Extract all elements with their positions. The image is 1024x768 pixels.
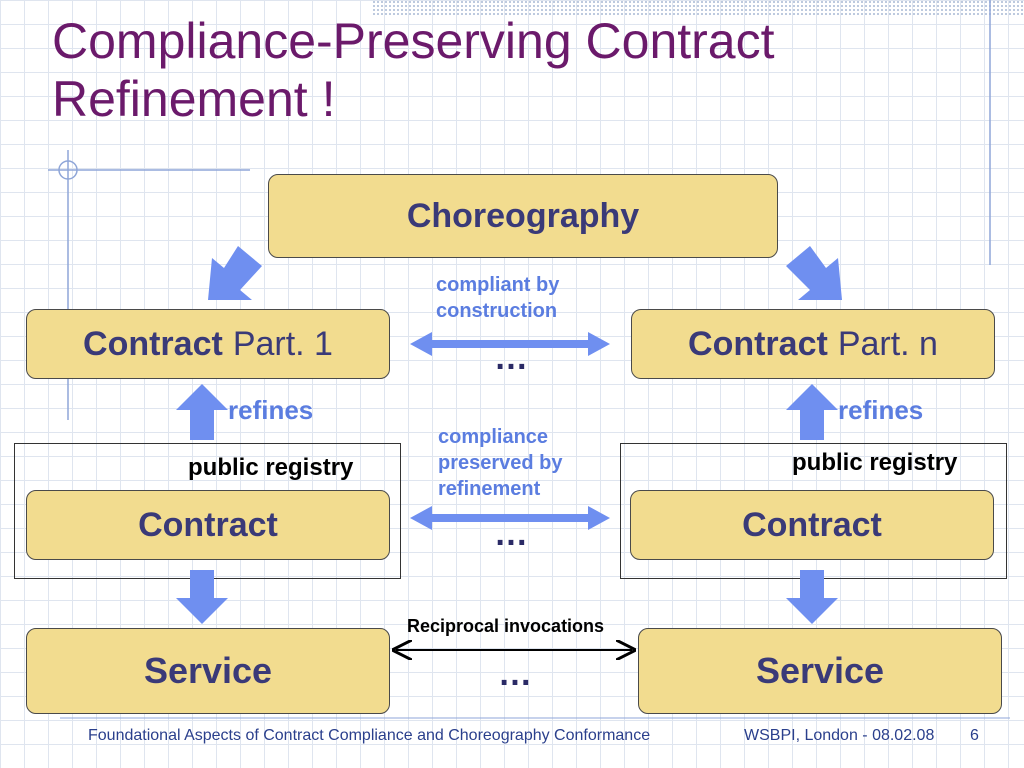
contract-box-right: Contract	[630, 490, 994, 560]
public-registry-label-left: public registry	[188, 454, 354, 481]
compliance-preserved-label: compliance preserved by refinement	[438, 424, 608, 502]
service-label-right: Service	[755, 650, 885, 691]
footer-page-number: 6	[970, 727, 979, 744]
choreography-label: Choreography	[406, 196, 640, 235]
contract-label-right: Contract	[742, 505, 882, 544]
arrow-refines-right	[786, 384, 838, 440]
public-registry-label-right: public registry	[792, 449, 958, 476]
compliance-line-2: preserved by	[438, 452, 563, 474]
footer-venue: WSBPI, London - 08.02.08	[744, 727, 935, 744]
arrow-contract-to-service-left	[176, 570, 228, 624]
arrow-choreography-to-partn	[786, 246, 842, 300]
contract-part-1-bold: Contract	[83, 324, 223, 363]
ellipsis-middle: …	[494, 515, 530, 553]
contract-box-left: Contract	[26, 490, 390, 560]
service-label-left: Service	[143, 650, 273, 691]
slide-title: Compliance-Preserving Contract Refinemen…	[52, 12, 952, 128]
compliant-line-2: construction	[436, 300, 558, 322]
double-arrow-preserved	[410, 506, 610, 530]
compliant-line-1: compliant by	[436, 274, 560, 296]
service-box-right: Service	[638, 628, 1002, 714]
choreography-box: Choreography	[268, 174, 778, 258]
ellipsis-top: …	[494, 339, 530, 377]
refines-label-left: refines	[228, 395, 314, 425]
compliance-line-1: compliance	[438, 426, 549, 448]
double-arrow-compliant	[410, 332, 610, 356]
footer-text: Foundational Aspects of Contract Complia…	[88, 727, 651, 744]
contract-part-n-rest: Part. n	[837, 324, 938, 363]
header-dots-decoration	[372, 0, 1024, 16]
contract-label-left: Contract	[138, 505, 278, 544]
arrow-refines-left	[176, 384, 228, 440]
reciprocal-invocations-label: Reciprocal invocations	[407, 616, 605, 636]
contract-part-n-bold: Contract	[688, 324, 828, 363]
refines-label-right: refines	[838, 395, 924, 425]
arrow-choreography-to-part1	[208, 246, 262, 300]
compliant-by-construction-label: compliant by construction	[436, 272, 606, 324]
service-box-left: Service	[26, 628, 390, 714]
arrow-contract-to-service-right	[786, 570, 838, 624]
title-line-2: Refinement !	[52, 71, 336, 127]
title-line-1: Compliance-Preserving Contract	[52, 13, 775, 69]
contract-part-1-rest: Part. 1	[232, 324, 333, 363]
ellipsis-bottom: …	[498, 655, 534, 693]
compliance-line-3: refinement	[438, 478, 541, 500]
